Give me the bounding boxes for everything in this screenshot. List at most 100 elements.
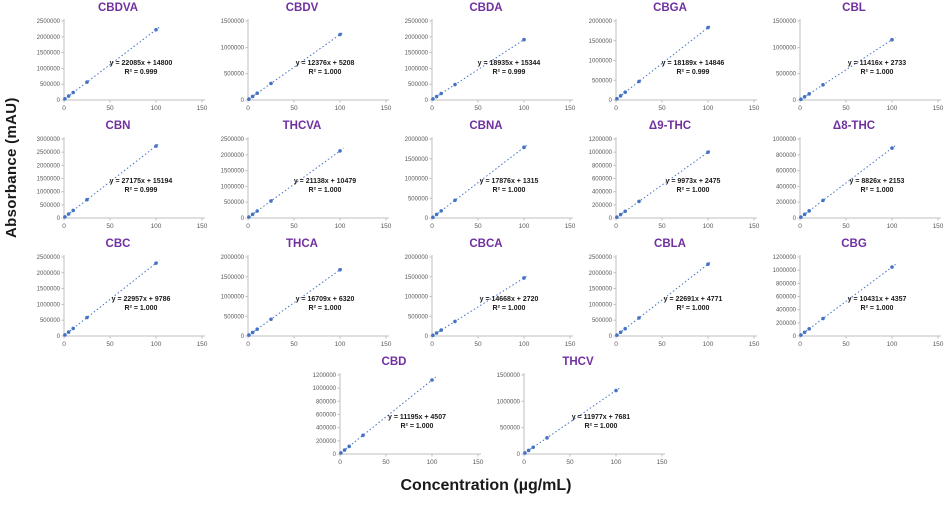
data-point xyxy=(430,378,434,382)
x-tick-label: 50 xyxy=(842,105,850,112)
chart-title: CBNA xyxy=(469,120,503,132)
trendline xyxy=(247,31,344,101)
x-tick-label: 100 xyxy=(151,223,162,230)
y-tick-label: 1500000 xyxy=(405,51,429,57)
y-tick-label: 1000000 xyxy=(37,66,61,72)
y-tick-label: 0 xyxy=(793,334,797,340)
data-point xyxy=(63,333,67,337)
data-point xyxy=(522,276,526,280)
y-tick-label: 2000000 xyxy=(221,153,245,159)
data-point xyxy=(807,327,811,331)
r2-label: R² = 1.000 xyxy=(493,187,526,194)
x-tick-label: 0 xyxy=(246,105,250,112)
y-tick-label: 2500000 xyxy=(589,255,613,261)
y-tick-label: 0 xyxy=(609,334,613,340)
x-tick-label: 0 xyxy=(246,341,250,348)
y-tick-label: 0 xyxy=(57,216,61,222)
chart-title: CBD xyxy=(381,356,407,368)
chart-title: Δ9-THC xyxy=(648,120,692,132)
data-point xyxy=(339,451,343,455)
x-tick-label: 50 xyxy=(106,341,114,348)
r2-label: R² = 1.000 xyxy=(677,305,710,312)
y-tick-label: 1500000 xyxy=(37,287,61,293)
y-tick-label: 2000000 xyxy=(589,271,613,277)
data-point xyxy=(453,319,457,324)
y-tick-label: 1000000 xyxy=(221,45,245,51)
data-point xyxy=(338,32,342,37)
x-tick-label: 0 xyxy=(246,223,250,230)
data-point xyxy=(255,327,259,331)
y-tick-label: 1200000 xyxy=(773,255,797,261)
y-tick-label: 1500000 xyxy=(589,287,613,293)
y-tick-label: 400000 xyxy=(776,184,797,190)
y-tick-label: 1000000 xyxy=(405,177,429,183)
equation-label: y = 8826x + 2153 xyxy=(850,178,905,185)
trendline xyxy=(63,26,160,100)
data-point xyxy=(434,212,439,217)
x-tick-label: 50 xyxy=(566,459,574,466)
chart-plot: 0200000400000600000800000100000012000000… xyxy=(589,137,760,230)
data-point xyxy=(434,94,439,99)
data-point xyxy=(154,144,158,148)
y-tick-label: 500000 xyxy=(408,314,429,320)
data-point xyxy=(522,145,526,150)
y-tick-label: 0 xyxy=(57,98,61,104)
chart-plot: 0200000400000600000800000100000012000000… xyxy=(313,373,484,466)
y-tick-label: 1000000 xyxy=(773,45,797,51)
equation-label: y = 22691x + 4771 xyxy=(664,296,723,303)
x-tick-label: 150 xyxy=(197,223,208,230)
y-tick-label: 800000 xyxy=(316,399,337,405)
x-tick-label: 50 xyxy=(106,105,114,112)
trendline xyxy=(799,263,896,337)
y-tick-label: 1000000 xyxy=(405,66,429,72)
equation-label: y = 27175x + 15194 xyxy=(110,178,173,185)
data-point xyxy=(618,212,623,217)
r2-label: R² = 1.000 xyxy=(677,187,710,194)
y-tick-label: 1000000 xyxy=(589,302,613,308)
x-tick-label: 50 xyxy=(842,223,850,230)
x-tick-label: 100 xyxy=(335,341,346,348)
data-point xyxy=(255,91,259,96)
x-tick-label: 150 xyxy=(565,223,576,230)
y-tick-label: 1000000 xyxy=(313,386,337,392)
data-point xyxy=(71,208,75,213)
y-tick-label: 500000 xyxy=(592,78,613,84)
chart-title: CBN xyxy=(105,120,131,132)
data-point xyxy=(439,209,443,213)
equation-label: y = 9973x + 2475 xyxy=(666,178,721,185)
data-point xyxy=(623,90,627,95)
y-tick-label: 400000 xyxy=(776,308,797,314)
data-point xyxy=(338,267,342,272)
equation-label: y = 22085x + 14800 xyxy=(110,60,173,67)
trendline xyxy=(431,144,528,219)
r2-label: R² = 1.000 xyxy=(309,305,342,312)
y-tick-label: 0 xyxy=(609,216,613,222)
x-tick-label: 0 xyxy=(614,223,618,230)
x-tick-label: 100 xyxy=(519,223,530,230)
y-tick-label: 500000 xyxy=(40,82,61,88)
data-point xyxy=(85,80,89,84)
y-tick-label: 1000000 xyxy=(221,184,245,190)
data-point xyxy=(66,330,71,334)
r2-label: R² = 1.000 xyxy=(585,423,618,430)
x-tick-label: 50 xyxy=(474,223,482,230)
x-tick-label: 150 xyxy=(381,223,392,230)
data-point xyxy=(618,94,623,98)
x-tick-label: 150 xyxy=(197,341,208,348)
y-tick-label: 1500000 xyxy=(405,275,429,281)
y-tick-label: 0 xyxy=(517,452,521,458)
x-tick-label: 0 xyxy=(798,105,802,112)
data-point xyxy=(637,316,641,320)
data-point xyxy=(85,315,89,320)
y-tick-label: 600000 xyxy=(316,413,337,419)
data-point xyxy=(453,198,457,203)
